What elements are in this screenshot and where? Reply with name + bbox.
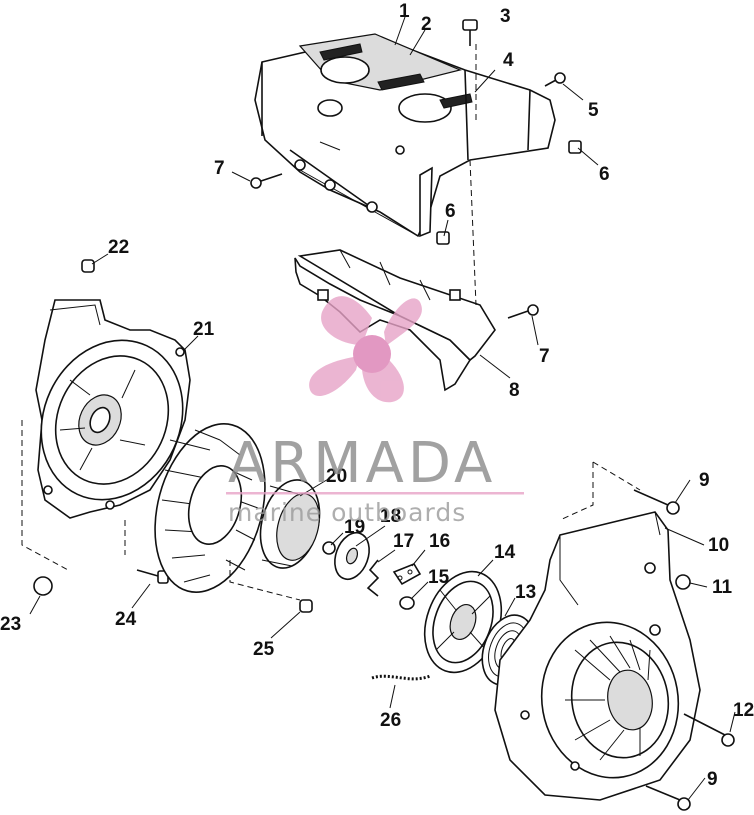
callout-22: 22 (108, 237, 129, 258)
grommet-6-right-icon (568, 140, 582, 154)
watermark-title: ARMADA (228, 431, 496, 496)
callout-1: 1 (399, 1, 410, 22)
nut-25-icon (299, 599, 313, 613)
callout-25: 25 (253, 639, 275, 660)
flywheel-fan (154, 423, 266, 593)
callout-14: 14 (494, 542, 516, 563)
callout-7-upper: 7 (214, 158, 225, 179)
callout-6-right: 6 (599, 164, 610, 185)
bolt-9-lower-icon (645, 785, 691, 811)
callout-16: 16 (429, 531, 450, 552)
propeller-icon (309, 296, 422, 403)
callout-8: 8 (509, 380, 520, 401)
cap-11-icon (675, 574, 691, 590)
callout-4: 4 (503, 50, 514, 71)
callout-12: 12 (733, 700, 754, 721)
starter-rope (371, 674, 431, 681)
air-duct (294, 249, 496, 392)
watermark: ARMADA marine outboards (226, 296, 524, 527)
spring-17-icon (366, 559, 380, 597)
callout-11: 11 (712, 577, 733, 598)
callout-20: 20 (326, 466, 347, 487)
bolt-9-upper-icon (633, 489, 680, 515)
callout-3: 3 (500, 6, 511, 27)
callout-19: 19 (344, 517, 365, 538)
callout-23: 23 (0, 614, 21, 635)
screw-5-icon (544, 72, 566, 87)
bolt-3-icon (462, 19, 478, 46)
bolt-24-icon (136, 569, 169, 584)
callout-26: 26 (380, 710, 401, 731)
callout-5: 5 (588, 100, 599, 121)
callout-21: 21 (193, 319, 215, 340)
callout-13: 13 (515, 582, 536, 603)
callout-9-lower: 9 (707, 769, 718, 790)
callout-24: 24 (115, 609, 137, 630)
ratchet-plate-18 (334, 531, 370, 581)
bolt-12-icon (683, 713, 735, 747)
plug-23-icon (33, 576, 53, 596)
ratchet-16-icon (392, 563, 422, 586)
screw-7-upper-icon (250, 173, 283, 189)
fan-housing (35, 299, 191, 519)
watermark-subtitle: marine outboards (228, 498, 466, 527)
callout-2: 2 (421, 14, 432, 35)
starter-cup (259, 479, 321, 569)
pin-22-icon (81, 259, 95, 273)
nut-19-icon (322, 541, 336, 555)
grommet-6-lower-icon (436, 231, 450, 245)
callout-6-lower: 6 (445, 201, 456, 222)
callout-18: 18 (380, 506, 401, 527)
spring-15-icon (399, 596, 415, 610)
watermark-divider (226, 492, 524, 495)
callout-9-upper: 9 (699, 470, 710, 491)
callout-15: 15 (428, 567, 450, 588)
callout-17: 17 (393, 531, 414, 552)
alignment-lines (21, 44, 641, 601)
starter-reel (423, 570, 503, 674)
callout-7-lower: 7 (539, 346, 550, 367)
callout-10: 10 (708, 535, 729, 556)
screw-7-lower-icon (507, 304, 539, 319)
starter-housing (494, 511, 701, 801)
